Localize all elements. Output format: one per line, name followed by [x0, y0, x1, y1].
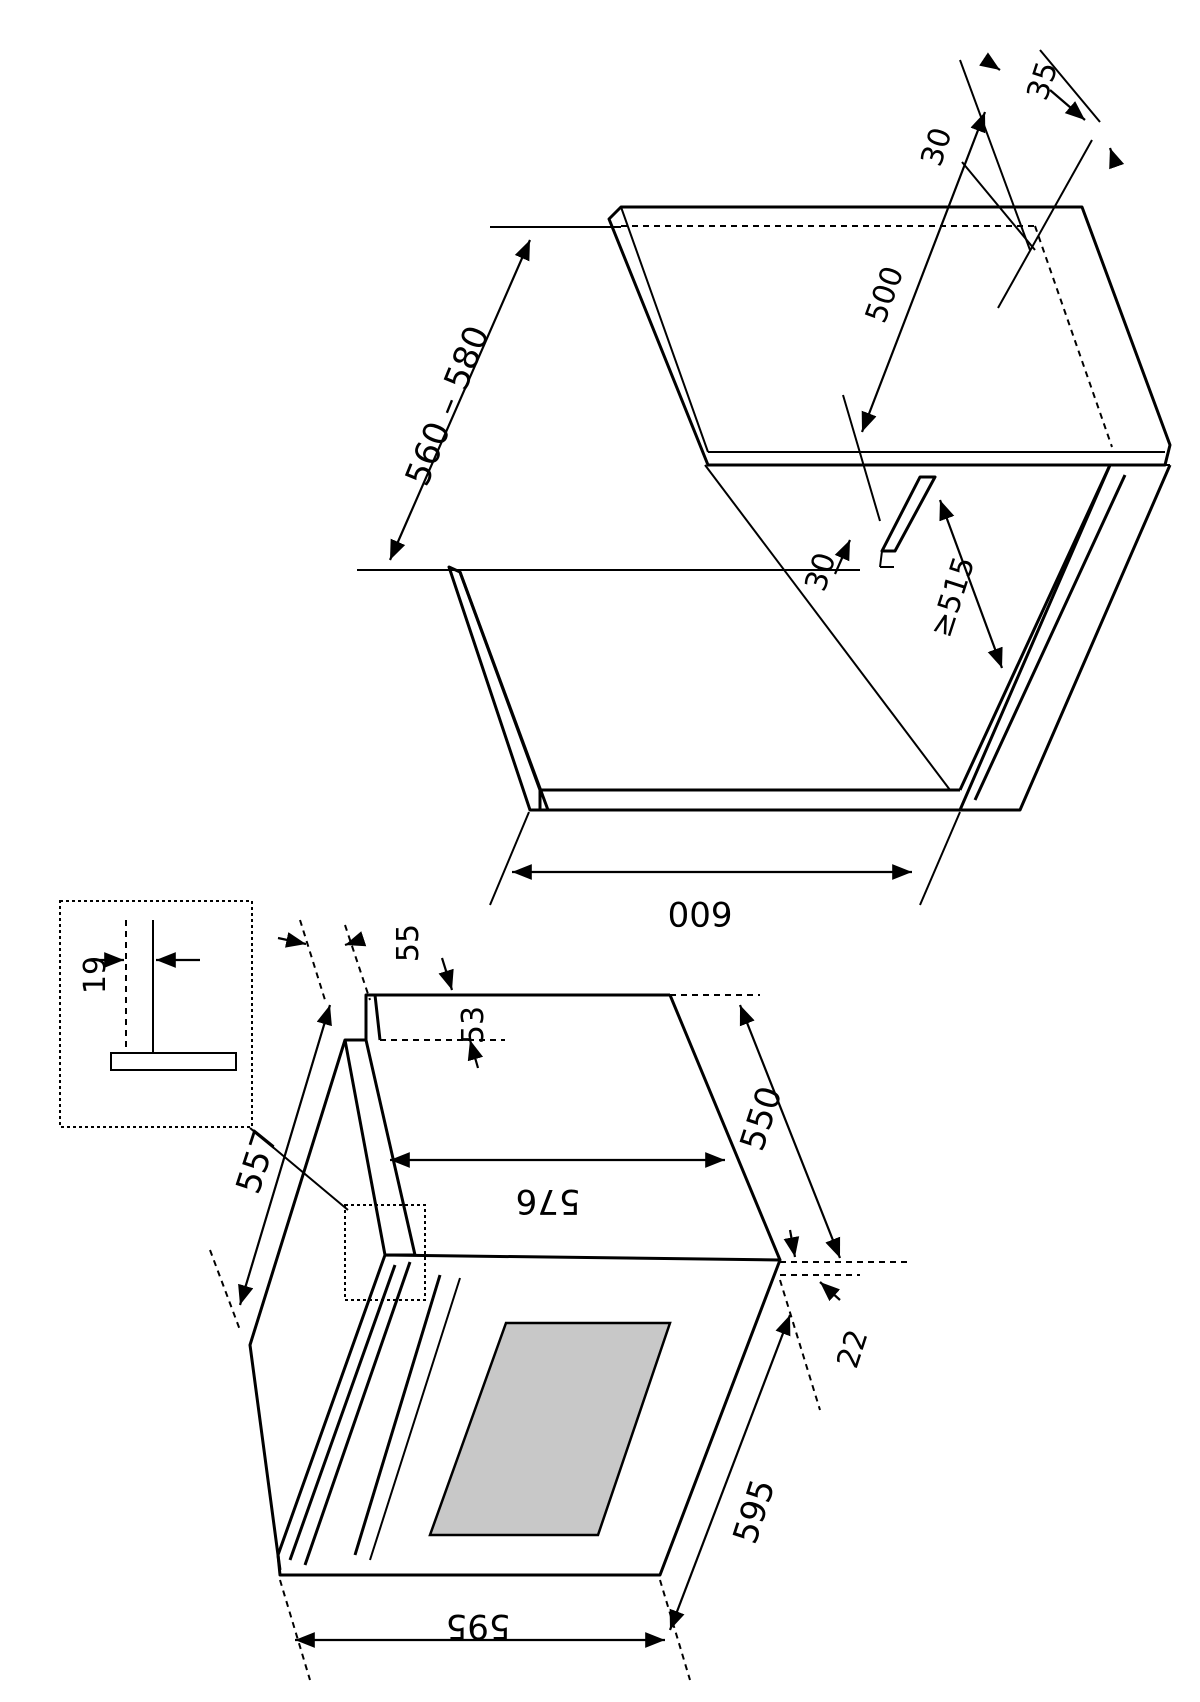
- label-d576: 576: [516, 1181, 581, 1221]
- label-d557: 557: [228, 1125, 286, 1199]
- label-d53: 53: [456, 1006, 491, 1044]
- oven-dimension-lines: [209, 919, 910, 1681]
- oven-front-frame: [276, 1253, 782, 1577]
- label-d515: ≥515: [924, 552, 983, 641]
- oven-drawing: [248, 993, 782, 1577]
- label-d600: 600: [668, 893, 733, 933]
- label-height-range: 560 – 580: [398, 320, 498, 491]
- cabinet-drawing: [447, 49, 1172, 812]
- label-d595-width: 595: [446, 1606, 511, 1646]
- label-d500: 500: [859, 262, 911, 328]
- label-d30-mid: 30: [798, 548, 843, 595]
- label-d30-top: 30: [914, 123, 959, 170]
- label-d55: 55: [391, 924, 426, 962]
- oven-top-panel: [343, 1038, 417, 1257]
- cabinet-top-panel: [607, 205, 1172, 467]
- detail-inset: [59, 900, 349, 1211]
- cabinet-dimension-lines: [357, 52, 1125, 906]
- label-d550: 550: [732, 1082, 790, 1156]
- oven-window: [428, 1321, 672, 1537]
- vent-slot: [880, 475, 937, 553]
- cabinet-side-panel: [447, 565, 542, 812]
- label-d22: 22: [830, 1325, 875, 1372]
- label-d595-depth: 595: [725, 1475, 783, 1549]
- label-d19: 19: [78, 956, 113, 994]
